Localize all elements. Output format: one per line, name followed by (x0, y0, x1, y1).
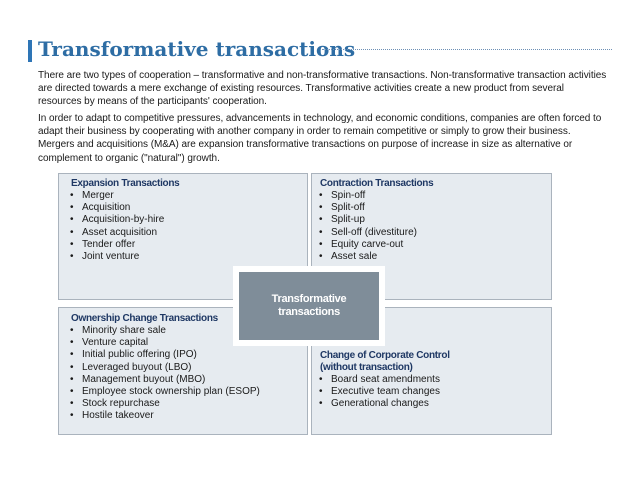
list-item: Equity carve-out (318, 239, 417, 251)
list-item: Venture capital (69, 337, 260, 349)
context-paragraph: In order to adapt to competitive pressur… (38, 113, 602, 164)
list-item: Split-up (318, 214, 417, 226)
box-heading: Change of Corporate Control (without tra… (320, 350, 520, 374)
expansion-transactions-box: Expansion Transactions Merger Acquisitio… (58, 173, 308, 300)
center-label-box: Transformative transactions (239, 272, 379, 340)
list-item: Acquisition-by-hire (69, 214, 164, 226)
list-item: Merger (69, 190, 164, 202)
slide-title: Transformative transactions (38, 37, 356, 61)
list-item: Hostile takeover (69, 410, 260, 422)
title-accent-bar (28, 40, 32, 62)
center-label-line: transactions (278, 306, 340, 318)
list-item: Initial public offering (IPO) (69, 349, 260, 361)
control-list: Board seat amendments Executive team cha… (318, 374, 440, 411)
box-heading: Ownership Change Transactions (71, 313, 218, 324)
list-item: Tender offer (69, 239, 164, 251)
list-item: Sell-off (divestiture) (318, 227, 417, 239)
box-heading: Contraction Transactions (320, 178, 434, 189)
list-item: Spin-off (318, 190, 417, 202)
box-heading-line: (without transaction) (320, 362, 413, 373)
list-item: Joint venture (69, 251, 164, 263)
box-heading-line: Change of Corporate Control (320, 350, 450, 361)
list-item: Employee stock ownership plan (ESOP) (69, 386, 260, 398)
list-item: Asset acquisition (69, 227, 164, 239)
list-item: Management buyout (MBO) (69, 374, 260, 386)
contraction-transactions-box: Contraction Transactions Spin-off Split-… (311, 173, 552, 300)
box-heading: Expansion Transactions (71, 178, 180, 189)
expansion-list: Merger Acquisition Acquisition-by-hire A… (69, 190, 164, 263)
center-label-line: Transformative (271, 293, 347, 305)
list-item: Split-off (318, 202, 417, 214)
contraction-list: Spin-off Split-off Split-up Sell-off (di… (318, 190, 417, 263)
list-item: Asset sale (318, 251, 417, 263)
list-item: Leveraged buyout (LBO) (69, 362, 260, 374)
ownership-list: Minority share sale Venture capital Init… (69, 325, 260, 423)
list-item: Stock repurchase (69, 398, 260, 410)
list-item: Generational changes (318, 398, 440, 410)
list-item: Acquisition (69, 202, 164, 214)
title-divider (322, 49, 612, 50)
list-item: Board seat amendments (318, 374, 440, 386)
list-item: Executive team changes (318, 386, 440, 398)
intro-paragraph: There are two types of cooperation – tra… (38, 70, 607, 108)
list-item: Minority share sale (69, 325, 260, 337)
